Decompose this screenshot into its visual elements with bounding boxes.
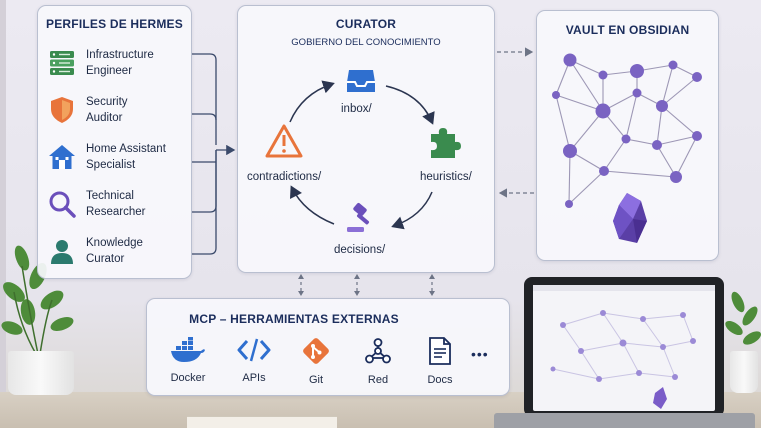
profile-item-infrastructure[interactable]: Infrastructure Engineer (48, 45, 188, 85)
cycle-label-inbox: inbox/ (341, 103, 372, 115)
mcp-link-arrowheads (298, 274, 435, 296)
vault-links (497, 47, 534, 198)
warning-icon (265, 124, 303, 158)
tool-label: Docker (170, 372, 206, 384)
tool-docker[interactable]: Docker (163, 337, 213, 384)
docker-icon (171, 337, 205, 362)
laptop-graph-illustration (533, 285, 715, 409)
git-icon (303, 338, 329, 364)
plant-pot-left (8, 351, 74, 395)
plant-left-illustration (1, 245, 74, 355)
cycle-label-contradictions: contradictions/ (247, 171, 322, 183)
profile-label-line1: Home Assistant (86, 143, 166, 155)
curator-title: CURATOR (335, 17, 397, 31)
profile-label-line1: Technical (86, 190, 134, 202)
network-icon (365, 338, 391, 364)
curator-panel: CURATOR GOBIERNO DEL CONOCIMIENTO inbox/… (237, 5, 495, 273)
cycle-label-heuristics: heuristics/ (420, 171, 472, 183)
tool-git[interactable]: Git (291, 337, 341, 386)
more-tools-button[interactable]: ••• (471, 346, 489, 362)
profile-item-knowledge-curator[interactable]: Knowledge Curator (48, 233, 188, 273)
profile-label-line2: Specialist (86, 159, 136, 171)
tool-red[interactable]: Red (353, 337, 403, 386)
profiles-title: PERFILES DE HERMES (46, 17, 183, 31)
notebook-illustration (187, 416, 337, 428)
obsidian-logo-icon (613, 193, 647, 243)
laptop-display (533, 285, 715, 411)
code-icon (237, 338, 271, 362)
shield-icon (51, 97, 73, 123)
tool-docs[interactable]: Docs (415, 337, 465, 386)
document-icon (429, 337, 451, 365)
tool-apis[interactable]: APIs (229, 337, 279, 384)
magnifier-icon (49, 191, 76, 218)
user-icon (51, 240, 73, 264)
mcp-links (300, 276, 433, 294)
home-icon (49, 145, 75, 169)
wall-edge (0, 0, 6, 428)
profile-label-line2: Auditor (86, 112, 123, 124)
laptop-base (494, 413, 755, 428)
tool-label: Docs (427, 374, 453, 386)
vault-title: VAULT EN OBSIDIAN (565, 23, 690, 37)
profile-label-line1: Security (86, 96, 128, 108)
tool-label: Git (308, 374, 324, 386)
plant-right-illustration (725, 291, 761, 345)
vault-panel: VAULT EN OBSIDIAN (536, 10, 719, 261)
cycle-label-decisions: decisions/ (334, 244, 386, 256)
knowledge-graph-illustration (552, 53, 702, 208)
mcp-title: MCP – HERRAMIENTAS EXTERNAS (189, 312, 399, 326)
tool-label: APIs (242, 372, 266, 384)
inbox-icon (347, 70, 375, 92)
profile-item-security[interactable]: Security Auditor (48, 92, 188, 132)
plant-pot-right (730, 351, 758, 393)
profile-label-line2: Curator (86, 253, 125, 265)
profiles-bracket (192, 53, 236, 255)
mcp-panel: MCP – HERRAMIENTAS EXTERNAS Docker APIs … (146, 298, 510, 396)
profiles-panel: PERFILES DE HERMES Infrastructure Engine… (37, 5, 192, 279)
puzzle-icon (431, 128, 461, 158)
profile-label-line2: Researcher (86, 206, 146, 218)
profile-item-home-assistant[interactable]: Home Assistant Specialist (48, 139, 188, 179)
profile-label-line2: Engineer (86, 65, 133, 77)
profile-label-line1: Infrastructure (86, 49, 154, 61)
gavel-icon (347, 203, 370, 232)
profile-item-technical-researcher[interactable]: Technical Researcher (48, 186, 188, 226)
profile-label-line1: Knowledge (86, 237, 143, 249)
cycle-arrows (289, 80, 435, 230)
tool-label: Red (367, 374, 389, 386)
server-icon (50, 51, 74, 75)
curator-subtitle: GOBIERNO DEL CONOCIMIENTO (291, 37, 441, 48)
